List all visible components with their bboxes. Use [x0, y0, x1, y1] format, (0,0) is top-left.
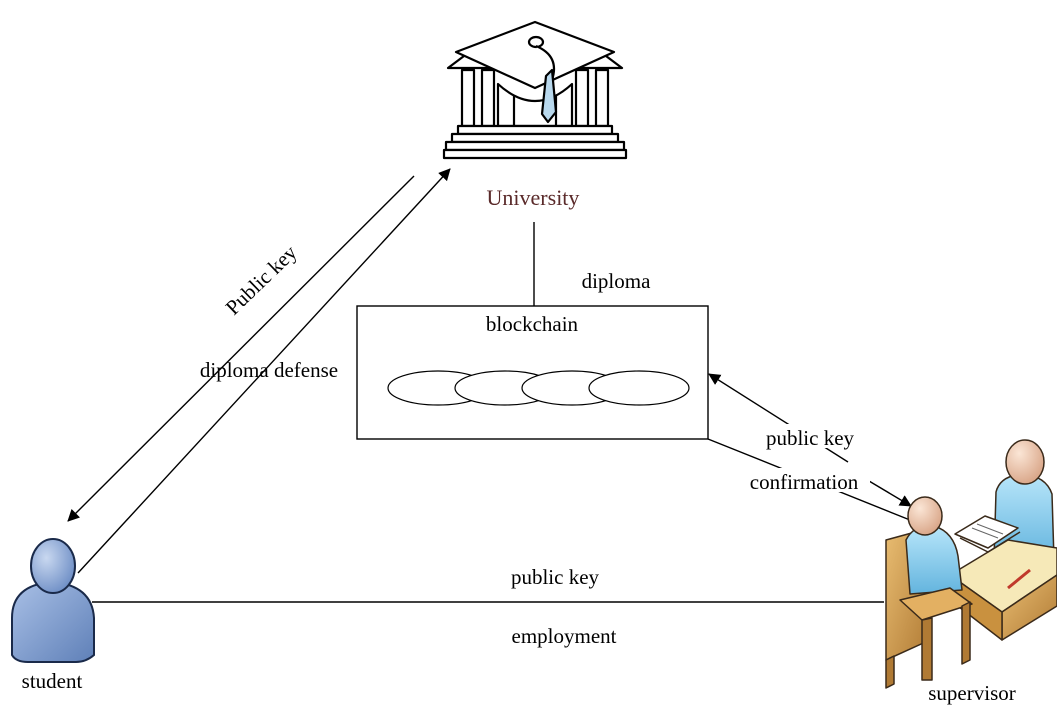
office-meeting-icon	[885, 439, 1057, 689]
confirmation-label: confirmation	[750, 470, 859, 494]
block-4	[588, 370, 690, 406]
university-label: University	[487, 185, 580, 210]
person-icon	[11, 538, 95, 663]
public-key-label-bg	[752, 424, 870, 448]
supervisor-public-key-label: public key	[766, 426, 855, 450]
student-to-university-arrow	[77, 168, 451, 574]
university-building-icon	[442, 20, 628, 160]
student-label: student	[22, 669, 83, 693]
student-supervisor-public-key-label: public key	[511, 565, 600, 589]
public-key-rotated-label: Public key	[221, 240, 302, 320]
employment-label: employment	[512, 624, 617, 648]
confirmation-arrow	[868, 480, 912, 507]
blockchain-label: blockchain	[486, 312, 579, 336]
confirmation-label-bg	[734, 468, 870, 492]
supervisor-label: supervisor	[928, 681, 1016, 705]
diploma-label: diploma	[582, 269, 652, 293]
blockchain-blocks	[387, 370, 690, 406]
diploma-defense-label: diploma defense	[200, 358, 338, 382]
university-to-student-arrow	[67, 175, 415, 522]
